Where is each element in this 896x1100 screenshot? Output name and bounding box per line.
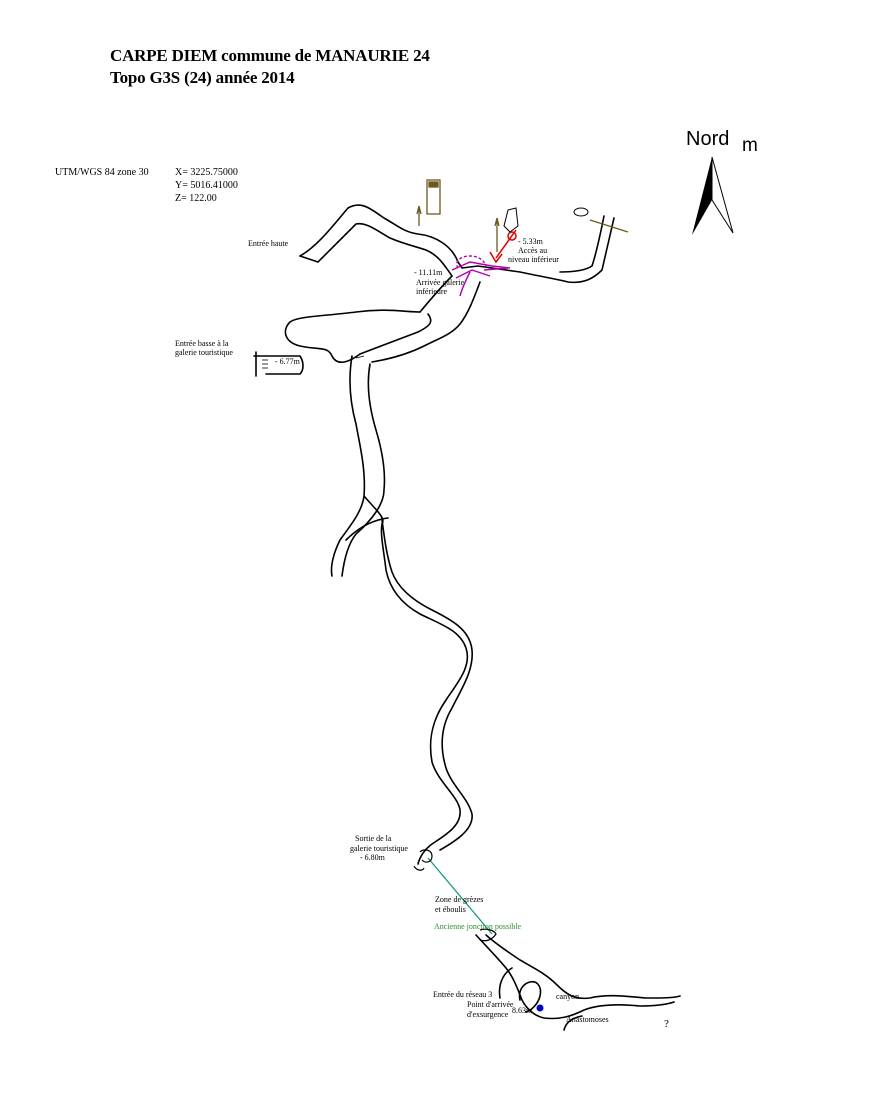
label-acces-2: niveau inférieur — [508, 255, 559, 264]
label-point-1: Point d'arrivée — [467, 1000, 514, 1009]
survey-ticks — [262, 355, 365, 369]
rock-icon — [503, 207, 589, 233]
label-acces-1: Accès au — [518, 246, 548, 255]
map-title-line-1: CARPE DIEM commune de MANAURIE 24 — [110, 46, 430, 65]
north-arrow-icon — [692, 156, 734, 235]
label-reseau3: Entrée du réseau 3 — [433, 990, 493, 999]
label-entree-haute: Entrée haute — [248, 239, 289, 248]
label-arrivee-depth: - 11.11m — [414, 268, 443, 277]
label-entree-basse-2: galerie touristique — [175, 348, 233, 357]
access-arrow-icon — [489, 229, 517, 264]
boulder-markers — [413, 849, 497, 942]
label-jonction: Ancienne jonction possible — [434, 922, 522, 931]
map-title-line-2: Topo G3S (24) année 2014 — [110, 68, 295, 87]
surface-features — [416, 179, 629, 252]
label-entree-basse-depth: - 6.77m — [275, 357, 300, 366]
label-entree-basse-1: Entrée basse à la — [175, 339, 229, 348]
north-label: Nord — [686, 128, 730, 150]
label-zone-2: et éboulis — [435, 905, 466, 914]
surface-arrow-icon — [416, 205, 422, 226]
label-canyon: canyon — [556, 992, 580, 1001]
blue-point-icon — [536, 1004, 544, 1012]
building-icon — [426, 179, 441, 215]
lower-gallery-purple — [451, 255, 511, 297]
upper-gallery — [253, 204, 615, 377]
junction-line — [427, 857, 493, 935]
lower-network — [475, 934, 681, 1031]
label-point-depth: 8.63m — [512, 1006, 533, 1015]
scale-unit-label: m — [742, 135, 758, 156]
label-arrivee-2: inférieure — [416, 287, 448, 296]
coordinate-system: UTM/WGS 84 zone 30 — [55, 167, 149, 178]
coordinate-x: X= 3225.75000 — [175, 167, 238, 178]
coordinate-z: Z= 122.00 — [175, 193, 217, 204]
label-anastomoses: Anastomoses — [566, 1015, 609, 1024]
tourist-gallery — [330, 355, 473, 865]
label-question: ? — [664, 1018, 669, 1030]
label-sortie-2: galerie touristique — [350, 844, 408, 853]
label-sortie-1: Sortie de la — [355, 834, 392, 843]
label-arrivee-1: Arrivée galerie — [416, 278, 465, 287]
label-zone-1: Zone de grèzes — [435, 895, 484, 904]
label-acces-depth: - 5.33m — [518, 237, 543, 246]
label-point-2: d'exsurgence — [467, 1010, 509, 1019]
label-sortie-depth: - 6.80m — [360, 853, 385, 862]
coordinate-y: Y= 5016.41000 — [175, 180, 238, 191]
